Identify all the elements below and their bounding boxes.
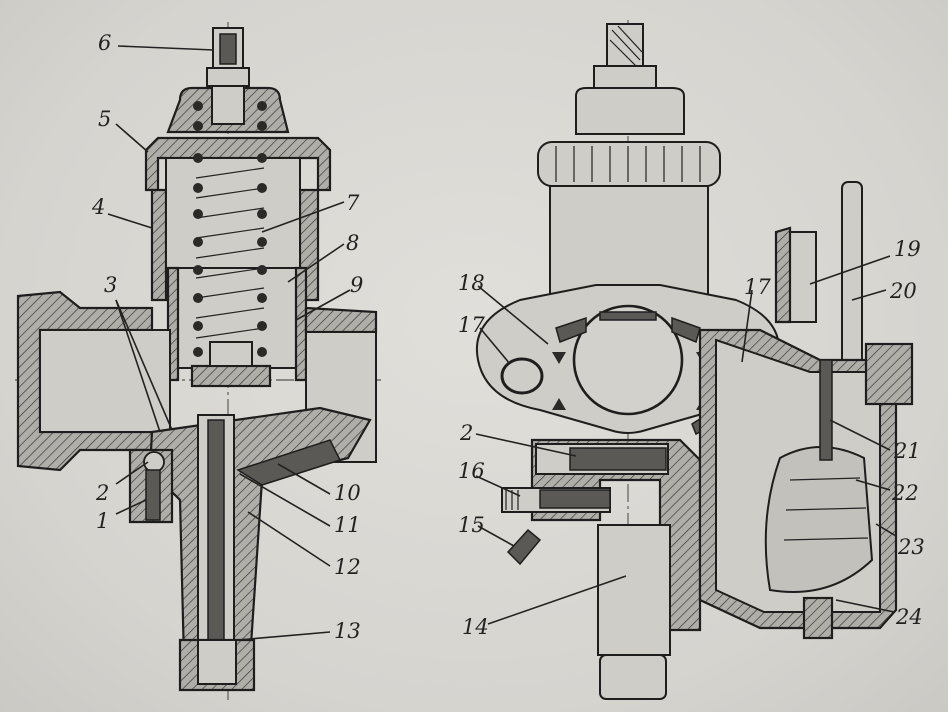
callout-6: 6 bbox=[98, 31, 111, 55]
callout-8: 8 bbox=[346, 231, 359, 255]
callout-17-right: 17 bbox=[744, 275, 771, 299]
callout-1: 1 bbox=[96, 509, 109, 533]
callout-9: 9 bbox=[350, 273, 363, 297]
callout-18: 18 bbox=[458, 271, 485, 295]
callout-22: 22 bbox=[891, 481, 919, 505]
leader-lines bbox=[107, 45, 897, 641]
left-section-view bbox=[15, 22, 385, 700]
callout-24: 24 bbox=[895, 605, 923, 629]
callout-17-left: 17 bbox=[458, 313, 485, 337]
callout-12: 12 bbox=[334, 555, 361, 579]
callout-14: 14 bbox=[462, 615, 489, 639]
callout-23: 23 bbox=[897, 535, 925, 559]
callout-labels: 6 5 4 7 8 9 3 2 1 10 11 12 13 18 17 17 1… bbox=[91, 31, 925, 643]
callout-5: 5 bbox=[98, 107, 111, 131]
callout-19: 19 bbox=[894, 237, 921, 261]
spring bbox=[193, 101, 267, 357]
callout-4: 4 bbox=[91, 195, 105, 219]
callout-7: 7 bbox=[346, 191, 360, 215]
callout-20: 20 bbox=[889, 279, 917, 303]
callout-10: 10 bbox=[334, 481, 361, 505]
callout-21: 21 bbox=[893, 439, 921, 463]
callout-11: 11 bbox=[334, 513, 361, 537]
right-external-view bbox=[475, 20, 914, 700]
callout-15: 15 bbox=[458, 513, 485, 537]
callout-3: 3 bbox=[104, 273, 117, 297]
callout-13: 13 bbox=[334, 619, 361, 643]
callout-2-right: 2 bbox=[459, 421, 473, 445]
callout-16: 16 bbox=[458, 459, 485, 483]
callout-2-left: 2 bbox=[95, 481, 109, 505]
